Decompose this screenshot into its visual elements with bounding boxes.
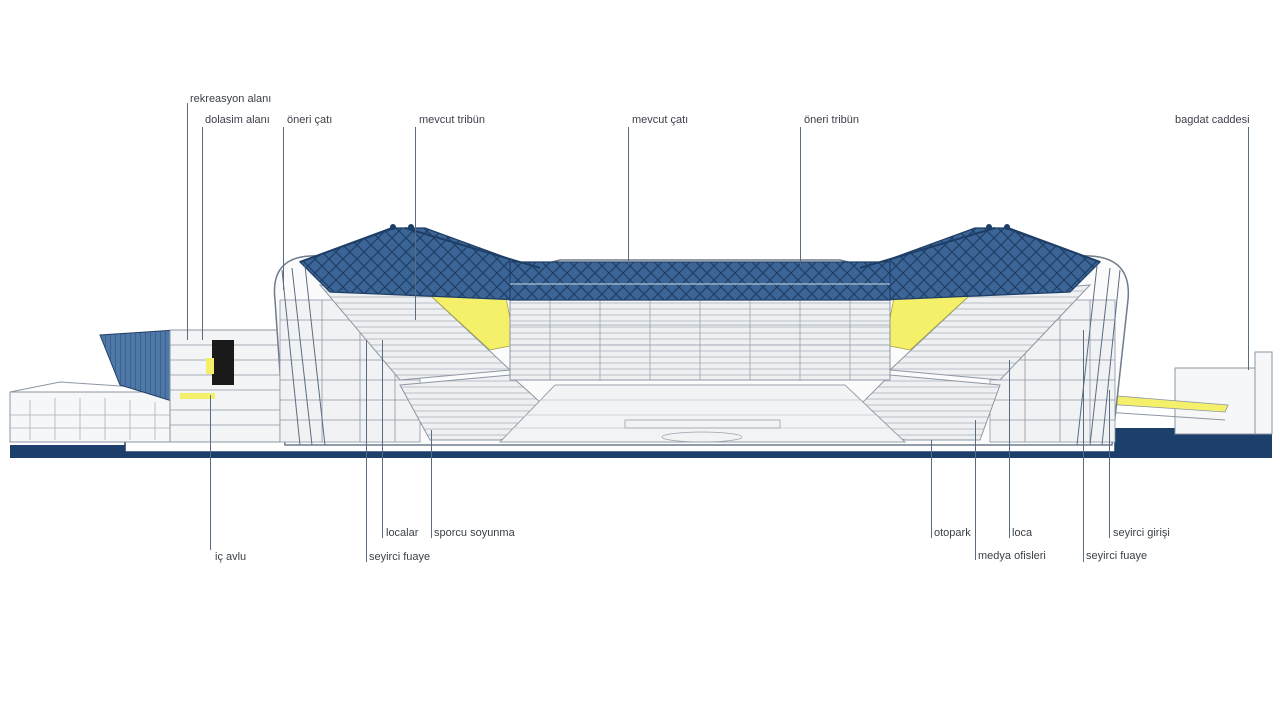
leader-ic-avlu [210, 395, 211, 550]
label-seyirci-girisi: seyirci girişi [1113, 527, 1170, 539]
label-medya-ofisleri: medya ofisleri [978, 550, 1046, 562]
label-localar: localar [386, 527, 419, 539]
label-mevcut-cati: mevcut çatı [632, 114, 689, 126]
label-loca: loca [1012, 527, 1033, 539]
envelope-ribs [281, 265, 1121, 446]
leader-mevcut-tribun [415, 127, 416, 320]
pitch [498, 384, 907, 443]
leader-mevcut-cati [628, 127, 629, 265]
leader-seyirci-girisi [1109, 390, 1110, 538]
label-sporcu-soyunma: sporcu soyunma [434, 527, 515, 539]
leader-rekreasyon-alani [187, 103, 188, 340]
label-seyirci-fuaye-right: seyirci fuaye [1086, 550, 1148, 562]
far-end-stand [509, 299, 891, 381]
leader-dolasim-alani [202, 127, 203, 340]
label-rekreasyon-alani: rekreasyon alanı [190, 93, 272, 105]
label-dolasim-alani: dolasim alanı [205, 114, 270, 126]
leader-otopark [931, 440, 932, 538]
leader-sporcu-soyunma [431, 430, 432, 538]
label-mevcut-tribun: mevcut tribün [419, 114, 486, 126]
leader-oneri-tribun [800, 127, 801, 265]
roof [298, 224, 1102, 301]
leader-medya-ofisleri [975, 420, 976, 560]
leader-bagdat-caddesi [1248, 127, 1249, 370]
leader-oneri-cati [283, 127, 284, 290]
leader-seyirci-fuaye-left [366, 340, 367, 562]
label-seyirci-fuaye-left: seyirci fuaye [369, 551, 431, 563]
leader-localar [382, 340, 383, 538]
leader-loca [1009, 360, 1010, 538]
label-otopark: otopark [934, 527, 971, 539]
leader-seyirci-fuaye-right [1083, 330, 1084, 562]
right-building [1104, 351, 1273, 435]
label-bagdat-caddesi: bagdat caddesi [1175, 114, 1250, 126]
label-oneri-tribun: öneri tribün [804, 114, 860, 126]
label-oneri-cati: öneri çatı [287, 114, 333, 126]
left-building [9, 329, 281, 443]
label-ic-avlu: iç avlu [215, 551, 247, 563]
